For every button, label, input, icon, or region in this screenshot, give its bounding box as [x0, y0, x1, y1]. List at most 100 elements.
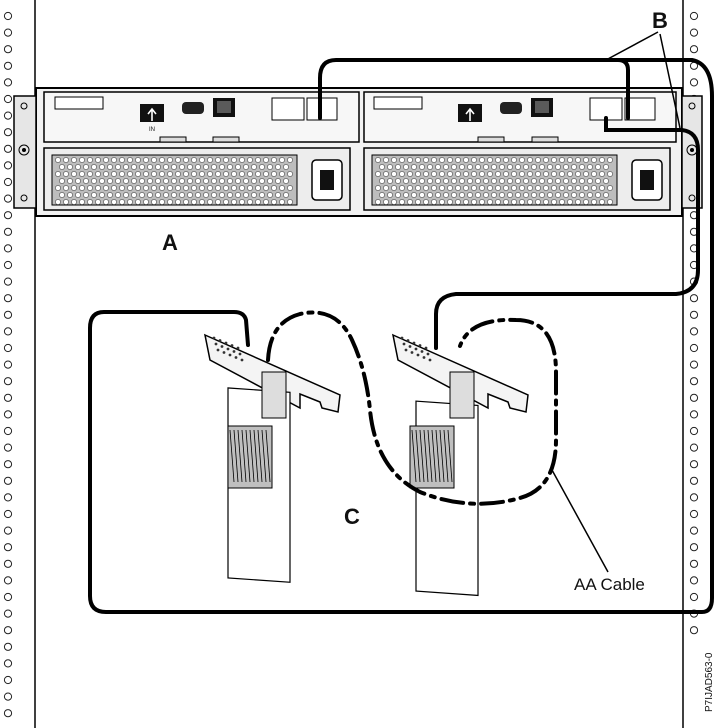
vent-hole — [235, 192, 240, 197]
vent-hole — [159, 199, 164, 204]
vent-hole — [503, 185, 508, 190]
vent-hole — [63, 199, 68, 204]
rack-hole — [690, 79, 697, 86]
vent-hole — [511, 157, 516, 162]
vent-hole — [447, 199, 452, 204]
vent-hole — [495, 199, 500, 204]
vent-hole — [491, 164, 496, 169]
vent-hole — [171, 178, 176, 183]
rack-hole — [4, 378, 11, 385]
bracket-vent — [215, 343, 218, 346]
vent-hole — [87, 171, 92, 176]
vent-hole — [471, 185, 476, 190]
rack-hole — [690, 29, 697, 36]
vent-hole — [59, 192, 64, 197]
vent-hole — [507, 164, 512, 169]
vent-hole — [475, 178, 480, 183]
vent-hole — [399, 157, 404, 162]
vent-hole — [603, 178, 608, 183]
vent-hole — [183, 171, 188, 176]
vent-hole — [483, 192, 488, 197]
vent-hole — [259, 192, 264, 197]
vent-hole — [607, 157, 612, 162]
vent-hole — [127, 199, 132, 204]
vent-hole — [447, 185, 452, 190]
vent-hole — [587, 164, 592, 169]
vent-hole — [471, 171, 476, 176]
bracket-vent — [235, 356, 238, 359]
vent-hole — [503, 171, 508, 176]
vent-hole — [207, 157, 212, 162]
bracket-vent — [233, 350, 236, 353]
vent-hole — [503, 199, 508, 204]
vent-hole — [423, 171, 428, 176]
vent-hole — [115, 192, 120, 197]
vent-hole — [159, 157, 164, 162]
vent-hole — [419, 192, 424, 197]
vent-hole — [427, 164, 432, 169]
vent-hole — [471, 157, 476, 162]
vent-hole — [383, 185, 388, 190]
vent-hole — [447, 157, 452, 162]
vent-hole — [587, 192, 592, 197]
rack-hole — [690, 494, 697, 501]
vent-hole — [75, 192, 80, 197]
vent-hole — [463, 171, 468, 176]
rack-hole — [4, 494, 11, 501]
rack-hole — [690, 328, 697, 335]
rack-hole — [690, 527, 697, 534]
vent-hole — [279, 171, 284, 176]
rack-hole — [4, 444, 11, 451]
vent-hole — [63, 185, 68, 190]
vent-hole — [571, 178, 576, 183]
vent-hole — [427, 192, 432, 197]
vent-hole — [131, 178, 136, 183]
vent-hole — [243, 164, 248, 169]
vent-hole — [255, 199, 260, 204]
rack-hole — [4, 527, 11, 534]
rack-hole — [690, 461, 697, 468]
vent-hole — [159, 185, 164, 190]
rack-hole — [4, 461, 11, 468]
vent-hole — [455, 185, 460, 190]
vent-hole — [491, 178, 496, 183]
vent-hole — [115, 178, 120, 183]
vent-hole — [395, 192, 400, 197]
sas-adapter-left — [205, 335, 340, 582]
vent-hole — [259, 164, 264, 169]
vent-hole — [279, 185, 284, 190]
vent-hole — [543, 157, 548, 162]
vent-hole — [375, 171, 380, 176]
vent-hole — [147, 178, 152, 183]
vent-hole — [111, 157, 116, 162]
vent-hole — [483, 178, 488, 183]
rack-hole — [4, 477, 11, 484]
rack-hole — [4, 245, 11, 252]
vent-hole — [287, 199, 292, 204]
vent-hole — [431, 185, 436, 190]
vent-hole — [143, 185, 148, 190]
vent-hole — [535, 199, 540, 204]
vent-hole — [167, 199, 172, 204]
vent-hole — [579, 192, 584, 197]
vent-hole — [395, 164, 400, 169]
rack-hole — [4, 95, 11, 102]
vent-hole — [275, 192, 280, 197]
vent-hole — [215, 171, 220, 176]
vent-hole — [175, 199, 180, 204]
rack-hole — [4, 610, 11, 617]
bracket-vent — [217, 349, 220, 352]
vent-hole — [559, 185, 564, 190]
vent-hole — [551, 157, 556, 162]
vent-hole — [571, 164, 576, 169]
callout-c: C — [344, 504, 360, 529]
vent-hole — [59, 178, 64, 183]
vent-hole — [127, 171, 132, 176]
vent-hole — [495, 157, 500, 162]
vent-hole — [87, 185, 92, 190]
vent-hole — [91, 192, 96, 197]
vent-hole — [535, 157, 540, 162]
vent-hole — [591, 171, 596, 176]
vent-hole — [591, 199, 596, 204]
vent-hole — [167, 171, 172, 176]
